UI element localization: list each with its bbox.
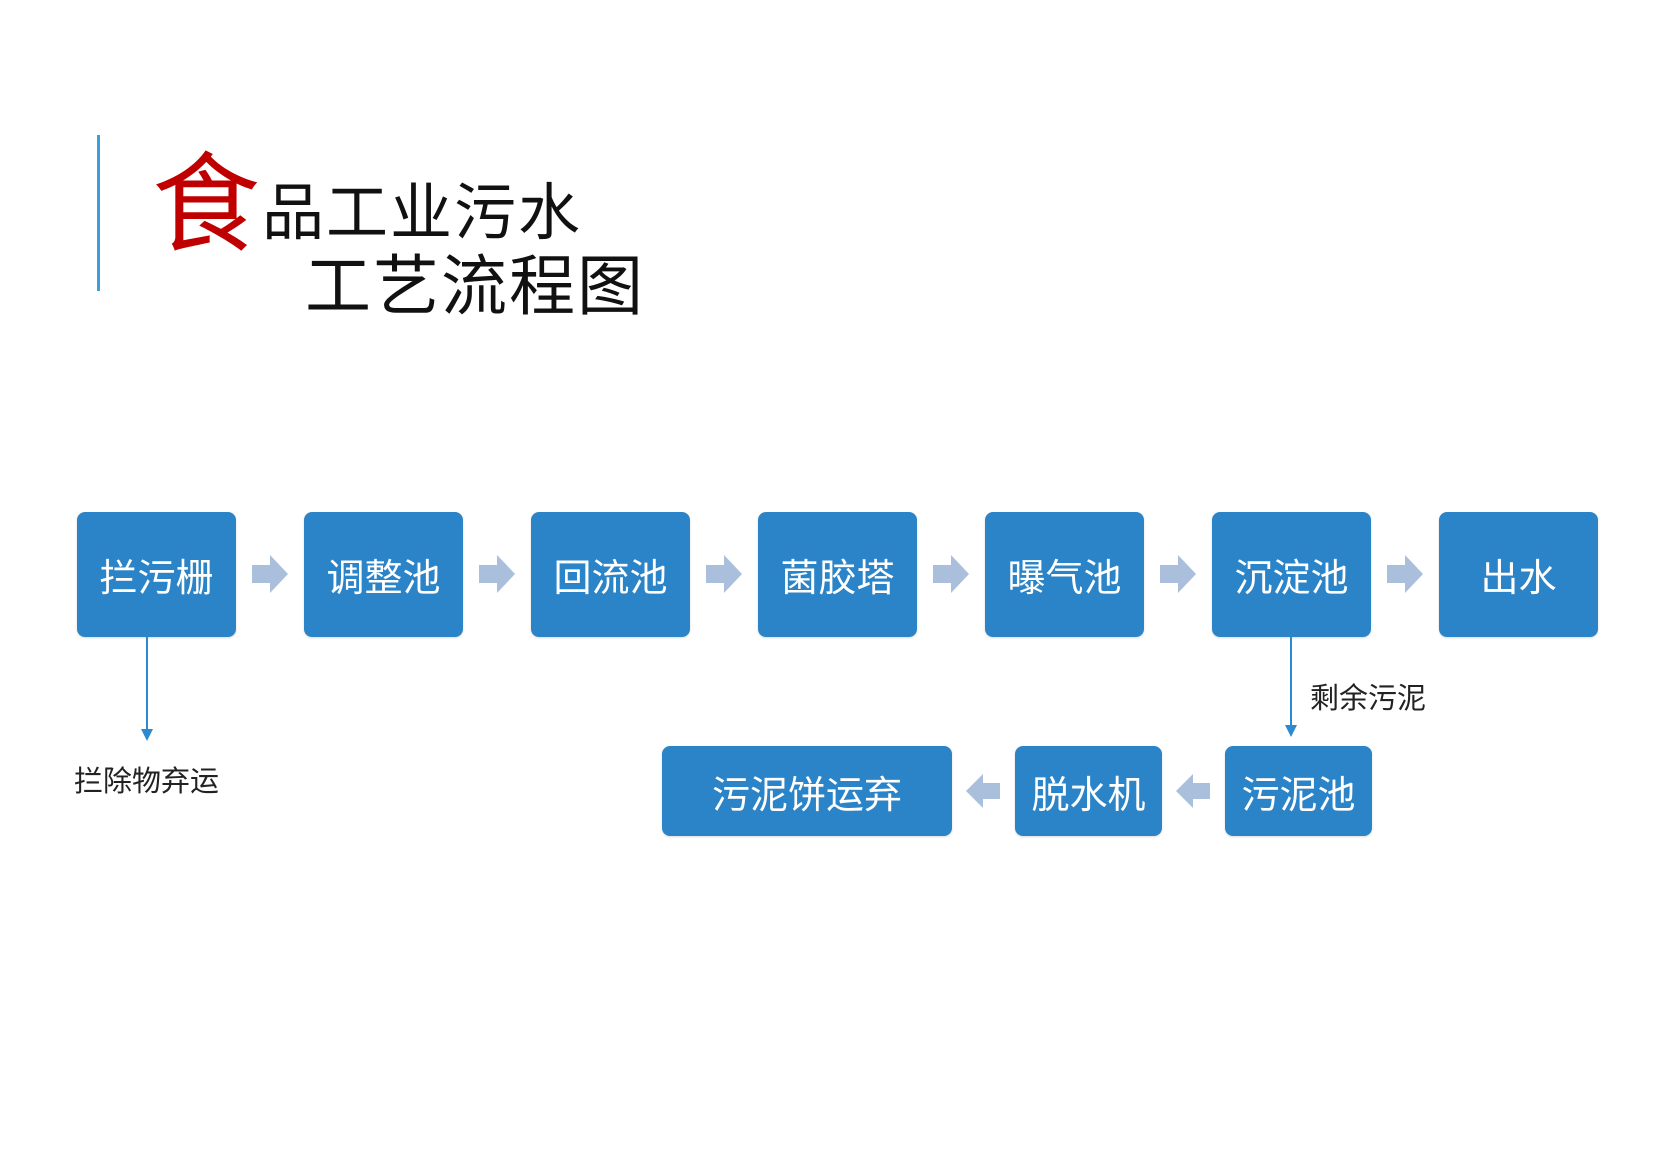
node-effluent: 出水 <box>1439 512 1598 637</box>
node-sedimentation-tank: 沉淀池 <box>1212 512 1371 637</box>
title-accent-bar <box>97 135 100 291</box>
flow-arrow-left-icon <box>966 774 1000 808</box>
flow-arrow-right-icon <box>933 555 969 593</box>
title-line-1-rest: 品工业污水 <box>262 176 583 249</box>
title-line-1: 食品工业污水 <box>152 118 582 274</box>
node-return-tank: 回流池 <box>531 512 690 637</box>
flow-arrow-right-icon <box>479 555 515 593</box>
node-sludge-tank-label: 污泥池 <box>1241 772 1356 817</box>
node-sedimentation-tank-label: 沉淀池 <box>1234 556 1349 600</box>
node-zoogloea-tower: 菌胶塔 <box>758 512 917 637</box>
node-dewatering-machine: 脱水机 <box>1015 746 1162 836</box>
node-sludge-cake-disposal: 污泥饼运弃 <box>662 746 952 836</box>
node-screen-label: 拦污栅 <box>99 556 214 600</box>
node-sludge-cake-disposal-label: 污泥饼运弃 <box>711 772 902 817</box>
node-adjustment-tank-label: 调整池 <box>326 556 441 600</box>
title-line-2: 工艺流程图 <box>305 248 645 325</box>
screen-waste-connector <box>141 637 153 741</box>
node-dewatering-machine-label: 脱水机 <box>1031 772 1146 817</box>
flow-arrow-right-icon <box>252 555 288 593</box>
flow-arrow-right-icon <box>1160 555 1196 593</box>
node-adjustment-tank: 调整池 <box>304 512 463 637</box>
node-aeration-tank-label: 曝气池 <box>1007 556 1122 600</box>
node-return-tank-label: 回流池 <box>553 556 668 600</box>
screen-waste-label: 拦除物弃运 <box>74 764 220 798</box>
node-aeration-tank: 曝气池 <box>985 512 1144 637</box>
node-screen: 拦污栅 <box>77 512 236 637</box>
title-first-character: 食 <box>152 143 263 268</box>
flow-arrow-right-icon <box>706 555 742 593</box>
node-zoogloea-tower-label: 菌胶塔 <box>780 556 895 600</box>
node-effluent-label: 出水 <box>1480 556 1557 600</box>
excess-sludge-label: 剩余污泥 <box>1310 681 1427 715</box>
flow-arrow-right-icon <box>1387 555 1423 593</box>
node-sludge-tank: 污泥池 <box>1225 746 1372 836</box>
excess-sludge-connector <box>1285 637 1297 737</box>
flow-arrow-left-icon <box>1176 774 1210 808</box>
